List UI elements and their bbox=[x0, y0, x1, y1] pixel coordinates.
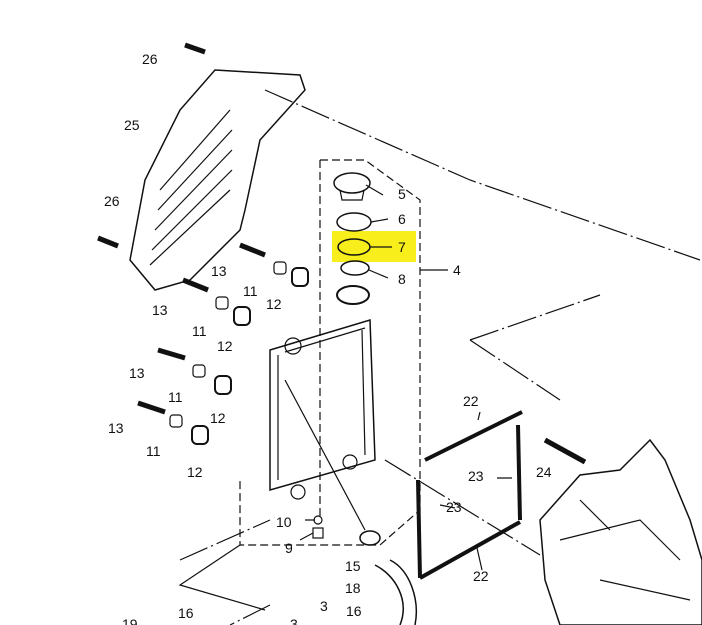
label-23: 23 bbox=[468, 468, 484, 484]
bolt-26-left bbox=[97, 235, 119, 249]
bolt-13-d bbox=[137, 400, 166, 415]
label-8: 8 bbox=[398, 271, 406, 287]
label-12: 12 bbox=[217, 338, 233, 354]
label-6: 6 bbox=[398, 211, 406, 227]
radiator bbox=[269, 319, 376, 491]
bolt-13-a bbox=[239, 242, 266, 258]
label-25: 25 bbox=[124, 117, 140, 133]
label-12: 12 bbox=[266, 296, 282, 312]
bolt-24 bbox=[543, 437, 587, 465]
label-26: 26 bbox=[104, 193, 120, 209]
label-15: 15 bbox=[345, 558, 361, 574]
label-5: 5 bbox=[398, 186, 406, 202]
label-11: 11 bbox=[243, 283, 258, 299]
filler-neck bbox=[336, 285, 370, 305]
label-12: 12 bbox=[187, 464, 203, 480]
label-24: 24 bbox=[536, 464, 552, 480]
cap-5 bbox=[333, 172, 371, 194]
panel-23-left bbox=[416, 479, 422, 579]
label-19: 19 bbox=[122, 616, 138, 625]
label-13: 13 bbox=[129, 365, 145, 381]
label-16: 16 bbox=[346, 603, 362, 619]
label-11: 11 bbox=[168, 389, 183, 405]
label-13: 13 bbox=[211, 263, 227, 279]
bolt-13-b bbox=[182, 277, 209, 293]
label-10: 10 bbox=[276, 514, 292, 530]
radiator-shroud bbox=[129, 69, 306, 291]
label-18: 18 bbox=[345, 580, 361, 596]
o-ring-6 bbox=[336, 212, 372, 232]
o-ring-8 bbox=[340, 260, 370, 276]
label-11: 11 bbox=[192, 323, 207, 339]
label-7: 7 bbox=[398, 239, 406, 255]
clamp-15 bbox=[359, 530, 381, 546]
panel-22-bottom bbox=[419, 520, 521, 580]
label-3: 3 bbox=[320, 598, 328, 614]
label-3: 3 bbox=[290, 616, 298, 625]
bolt-26-top bbox=[184, 42, 206, 55]
label-13: 13 bbox=[152, 302, 168, 318]
label-9: 9 bbox=[285, 540, 293, 556]
label-13: 13 bbox=[108, 420, 124, 436]
label-26: 26 bbox=[142, 51, 158, 67]
label-23: 23 bbox=[446, 499, 462, 515]
panel-23-right bbox=[516, 424, 522, 521]
label-12: 12 bbox=[210, 410, 226, 426]
label-4: 4 bbox=[453, 262, 461, 278]
o-ring-7 bbox=[337, 238, 371, 256]
hose-18 bbox=[374, 559, 417, 625]
engine-case bbox=[539, 438, 702, 625]
bolt-13-c bbox=[157, 347, 186, 361]
label-16: 16 bbox=[178, 605, 194, 621]
label-11: 11 bbox=[146, 443, 161, 459]
label-22: 22 bbox=[473, 568, 489, 584]
panel-22-top bbox=[424, 410, 523, 462]
label-22: 22 bbox=[463, 393, 479, 409]
dashed-box-4 bbox=[239, 159, 421, 546]
